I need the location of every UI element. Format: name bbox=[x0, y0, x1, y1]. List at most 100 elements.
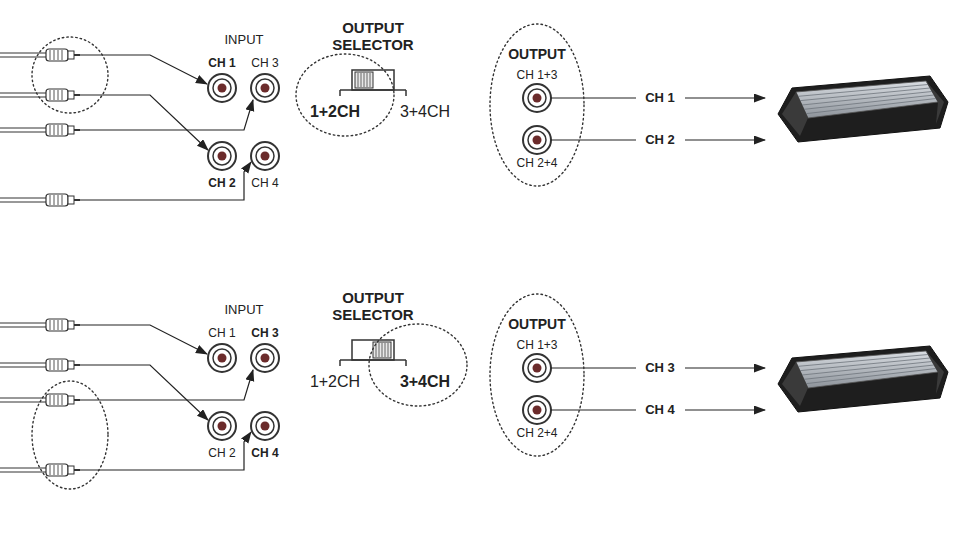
rca-plug-collar bbox=[68, 91, 74, 99]
cable-wire bbox=[0, 132, 46, 133]
signal-wire bbox=[80, 365, 208, 420]
dotted-group: 3+4CH bbox=[368, 323, 468, 407]
rca-jack-ring bbox=[528, 401, 546, 419]
diagram-label: CH 2 bbox=[208, 447, 235, 460]
switch-slider bbox=[355, 72, 373, 88]
group-outline bbox=[368, 323, 468, 407]
output-arrow bbox=[685, 367, 765, 368]
plug-grip bbox=[54, 195, 55, 205]
output-arrow bbox=[685, 139, 765, 140]
plug-grip bbox=[58, 360, 59, 370]
amplifier-top bbox=[796, 351, 938, 388]
rca-plug-tip bbox=[74, 364, 80, 366]
switch-base bbox=[339, 360, 341, 366]
amplifier bbox=[778, 76, 948, 142]
group-label: CH 2+4 bbox=[516, 157, 557, 170]
rca-plug-tip bbox=[74, 94, 80, 96]
amplifier-endcap bbox=[926, 81, 944, 124]
diagram-label: INPUT bbox=[225, 303, 264, 317]
cable-wire bbox=[0, 202, 46, 203]
plug-grip bbox=[50, 320, 51, 330]
rca-jack-ring bbox=[256, 79, 274, 97]
amplifier-fin bbox=[806, 369, 936, 384]
switch-base bbox=[405, 360, 407, 366]
rca-jack bbox=[523, 396, 551, 424]
rca-jack bbox=[208, 344, 236, 372]
cable-wire bbox=[0, 93, 46, 94]
rca-jack bbox=[523, 354, 551, 382]
dotted-group: 1+2CH bbox=[295, 53, 395, 137]
rca-plug-collar bbox=[68, 196, 74, 204]
plug-grip bbox=[50, 90, 51, 100]
signal-wire bbox=[80, 370, 253, 400]
diagram-label: OUTPUT SELECTOR bbox=[318, 20, 428, 53]
group-label: 1+2CH bbox=[310, 103, 360, 121]
output-wire bbox=[551, 139, 636, 140]
cable-wire bbox=[0, 323, 46, 324]
plug-grip bbox=[54, 465, 55, 475]
output-wire bbox=[551, 367, 636, 368]
rca-jack-ring bbox=[213, 349, 231, 367]
plug-grip bbox=[58, 195, 59, 205]
diagram-label: OUTPUT SELECTOR bbox=[318, 290, 428, 323]
dotted-ellipse bbox=[296, 54, 394, 136]
rca-jack-pin bbox=[261, 152, 270, 161]
plug-grip bbox=[62, 320, 63, 330]
plug-grip bbox=[50, 395, 51, 405]
plug-grip bbox=[62, 125, 63, 135]
plug-grip bbox=[50, 195, 51, 205]
slider-grip bbox=[364, 73, 365, 87]
output-arrow bbox=[685, 409, 765, 410]
diagram-label: CH 3 bbox=[251, 57, 278, 70]
rca-plug-collar bbox=[68, 466, 74, 474]
rca-plug-body bbox=[46, 124, 68, 136]
diagram-label: CH 4 bbox=[251, 177, 278, 190]
rca-jack bbox=[251, 412, 279, 440]
rca-jack-ring bbox=[213, 417, 231, 435]
amplifier-endcap bbox=[782, 362, 808, 406]
plug-grip bbox=[62, 195, 63, 205]
plug-grip bbox=[54, 360, 55, 370]
plug-grip bbox=[58, 90, 59, 100]
selector-switch bbox=[352, 70, 394, 90]
rca-jack bbox=[251, 142, 279, 170]
rca-plug-collar bbox=[68, 396, 74, 404]
switch-base bbox=[339, 90, 341, 96]
diagram-label: CH 4 bbox=[251, 447, 278, 460]
output-wire bbox=[551, 409, 636, 410]
amplifier-fin bbox=[802, 362, 932, 376]
dotted-ellipse bbox=[490, 294, 584, 456]
output-arrow bbox=[685, 97, 765, 98]
rca-jack-ring bbox=[528, 89, 546, 107]
plug-grip bbox=[54, 90, 55, 100]
rca-plug-body bbox=[46, 319, 68, 331]
dotted-ellipse bbox=[32, 37, 108, 113]
rca-plug-body bbox=[46, 49, 68, 61]
rca-jack bbox=[251, 344, 279, 372]
slider-grip bbox=[388, 343, 389, 357]
group-label: OUTPUT bbox=[508, 317, 566, 332]
rca-jack-pin bbox=[533, 364, 542, 373]
rca-jack bbox=[208, 412, 236, 440]
diagram-label: CH 1 bbox=[645, 91, 675, 105]
switch-base bbox=[340, 359, 406, 361]
cable-wire bbox=[0, 198, 46, 199]
rca-plug-collar bbox=[68, 51, 74, 59]
plug-grip bbox=[50, 125, 51, 135]
plug-grip bbox=[50, 360, 51, 370]
diagram-label: CH 2 bbox=[208, 177, 235, 190]
slider-grip bbox=[358, 73, 359, 87]
rca-jack-ring bbox=[528, 131, 546, 149]
diagram-label: CH 3 bbox=[251, 327, 278, 340]
signal-wire bbox=[80, 325, 207, 354]
diagram-label: INPUT bbox=[225, 33, 264, 47]
plug-grip bbox=[54, 320, 55, 330]
rca-plug-collar bbox=[68, 126, 74, 134]
rca-plug-tip bbox=[74, 399, 80, 401]
diagram-label: CH 2 bbox=[645, 133, 675, 147]
slider-grip bbox=[361, 73, 362, 87]
diagram-label: CH 1 bbox=[208, 327, 235, 340]
group-label: CH 2+4 bbox=[516, 427, 557, 440]
rca-jack bbox=[208, 74, 236, 102]
